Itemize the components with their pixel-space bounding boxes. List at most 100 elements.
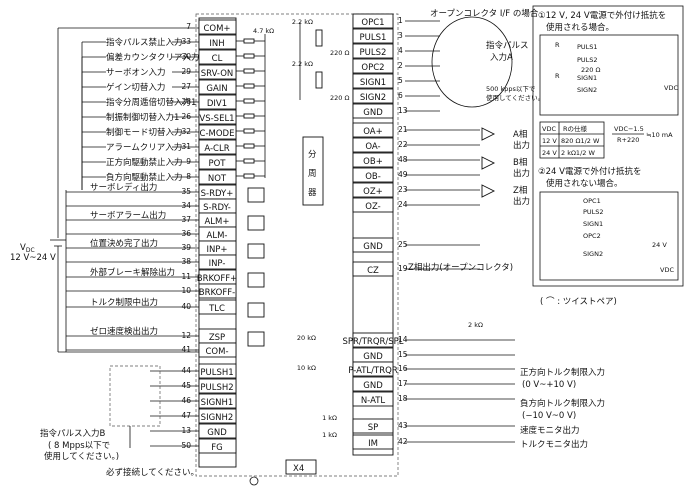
pulse-b-label: 指令パルス入力B: [40, 428, 106, 439]
pulse-a-6-pin: 13: [398, 106, 408, 115]
rev-torque-range: (−10 V~0 V): [522, 411, 576, 421]
encoder-3-pin: 49: [398, 170, 408, 179]
a-phase-label-2: 出力: [513, 140, 530, 151]
encoder-1-pin: 22: [398, 140, 408, 149]
input-label-2: 偏差カウンタクリア入力: [106, 52, 200, 63]
input-9-signal: POT: [208, 159, 226, 169]
analog-1-pin: 15: [398, 350, 408, 359]
open-collector-ellipse: [431, 16, 513, 108]
fwd-torque-range: (0 V~+10 V): [522, 380, 576, 390]
analog-1-signal: GND: [363, 352, 383, 362]
input-6-signal: VS-SEL1: [199, 114, 234, 124]
note2-inset: [539, 191, 679, 281]
note2-title-2: 使用されない場合。: [546, 178, 623, 189]
vdc-table-h0: VDC: [542, 125, 556, 133]
output-2-0-signal: INP+: [206, 245, 227, 255]
pulse-b-group: PULSH144PULSH245SIGNH146SIGNH247GND13FG5…: [109, 363, 237, 454]
input-4-pin: 27: [181, 82, 191, 91]
pulse-a-5-signal: SIGN2: [360, 93, 386, 103]
input-1-pin: 33: [181, 37, 191, 46]
inset2-vdc: VDC: [660, 266, 674, 274]
input-label-4: ゲイン切替入力: [106, 82, 165, 93]
encoder-0-signal: OA+: [363, 127, 382, 137]
analog-0-signal: SPR/TRQR/SPL: [342, 337, 403, 347]
pulse-b-note-1: ( 8 Mpps以下で: [48, 441, 110, 451]
input-5-pin: 28: [181, 97, 191, 106]
vdc-table-r1c1: 2 kΩ1/2 W: [561, 149, 595, 157]
pulse-b-5-pin: 50: [181, 441, 191, 450]
pulse-a-4-signal: SIGN1: [360, 78, 386, 88]
encoder-2-pin: 48: [398, 155, 408, 164]
inset2-sign1: SIGN1: [583, 220, 603, 228]
input-2-signal: CL: [212, 54, 223, 64]
output-5-0-signal: ZSP: [209, 333, 225, 343]
input-label-3: サーボオン入力: [106, 67, 166, 78]
analog-5-pin: 43: [398, 421, 408, 430]
encoder-6-pin: 25: [398, 240, 408, 249]
pulse-b-4-pin: 13: [181, 426, 191, 435]
inset1-puls2: PULS2: [577, 56, 598, 64]
formula-res: ≒10 mA: [646, 131, 673, 139]
divider-box: [302, 136, 324, 206]
input-label-6: 制振制御切替入力1: [106, 112, 179, 123]
inset2-puls2: PULS2: [583, 208, 604, 216]
input-10-pin: 8: [186, 172, 191, 181]
output-4-0-pin: 40: [181, 302, 191, 311]
encoder-7-pin: 19: [398, 264, 408, 273]
output-0-1-pin: 34: [181, 201, 191, 210]
input-4-signal: GAIN: [206, 84, 227, 94]
b-phase-label-2: 出力: [513, 168, 530, 179]
inset2-sign2: SIGN2: [583, 250, 603, 258]
encoder-7-signal: CZ: [367, 266, 379, 276]
pulse-a-2-pin: 4: [398, 46, 403, 55]
pulse-a-0-signal: OPC1: [361, 18, 384, 28]
analog-4-signal: N-ATL: [361, 396, 386, 406]
pulse-b-3-pin: 47: [181, 411, 191, 420]
inset1-r220: 220 Ω: [581, 66, 600, 74]
output-2-0-pin: 39: [181, 243, 191, 252]
encoder-4-pin: 23: [398, 185, 408, 194]
formula-top: VDC−1.5: [614, 125, 644, 133]
output-5-1-pin: 41: [181, 345, 191, 354]
pulse-a-label-1: 指令パルス: [486, 40, 529, 51]
encoder-4-signal: OZ+: [363, 187, 383, 197]
analog-6-pin: 42: [398, 437, 408, 446]
vdc-table-h1: Rの仕様: [563, 124, 588, 133]
twisted-pair-legend: ( ⌒ : ツイストペア): [540, 297, 617, 307]
input-9-pin: 9: [186, 157, 191, 166]
divider-char-1: 周: [308, 169, 317, 179]
inset1-r-a: R: [555, 41, 560, 49]
output-label-3: 外部ブレーキ解除出力: [90, 267, 175, 278]
r-1k-b: 1 kΩ: [322, 431, 337, 439]
input-3-signal: SRV-ON: [201, 69, 234, 79]
output-4-0-signal: TLC: [208, 304, 225, 314]
input-label-8: アラームクリア入力: [106, 142, 182, 153]
analog-5-signal: SP: [368, 423, 379, 433]
pulse-a-4-pin: 5: [398, 76, 403, 85]
encoder-5-signal: OZ-: [365, 202, 380, 212]
analog-4-pin: 18: [398, 394, 408, 403]
r-220-a: 220 Ω: [330, 49, 349, 57]
output-0-1-signal: S-RDY-: [203, 203, 231, 213]
divider-char-2: 器: [308, 188, 317, 198]
b-phase-label-1: B相: [513, 157, 527, 168]
z-oc-label: Z相出力(オープンコレクタ): [408, 262, 513, 273]
z-phase-label-2: 出力: [513, 196, 530, 207]
input-5-signal: DIV1: [207, 99, 227, 109]
input-1-signal: INH: [209, 39, 224, 49]
pulse-b-4-signal: GND: [207, 428, 227, 438]
output-2-1-pin: 38: [181, 257, 191, 266]
r-2-2k-b: 2.2 kΩ: [292, 60, 313, 68]
output-label-4: トルク制限中出力: [90, 297, 158, 308]
input-2-pin: 30: [181, 52, 191, 61]
inset1-r-b: R: [555, 72, 560, 80]
output-0-0-pin: 35: [181, 187, 191, 196]
supply-sub: DC: [26, 247, 35, 254]
pulse-a-5-pin: 6: [398, 91, 403, 100]
output-5-1-signal: COM-: [205, 347, 228, 357]
driver-enclosure: [195, 13, 399, 477]
pulse-b-0-signal: PULSH1: [200, 368, 233, 378]
encoder-1-signal: OA-: [365, 142, 380, 152]
